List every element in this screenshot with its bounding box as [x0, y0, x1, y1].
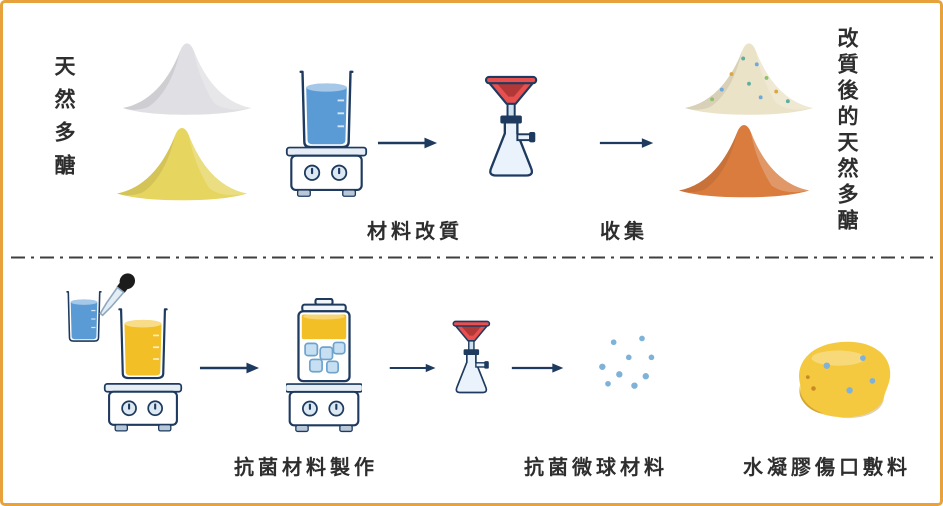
hydrogel-dressing-label: 水凝膠傷口敷料 — [743, 457, 911, 479]
vacuum-filtration-icon — [469, 75, 555, 190]
arrow-right-icon — [599, 135, 655, 151]
arrow-right-icon — [511, 360, 565, 376]
arrow-right-icon — [389, 360, 437, 376]
microsphere-dots-icon — [599, 335, 655, 389]
arrow-right-icon — [377, 135, 439, 151]
dropper-icon — [99, 273, 136, 317]
yellow-powder-pile-icon — [113, 119, 251, 201]
white-powder-pile-icon — [119, 35, 255, 115]
vacuum-filtration-small-icon — [441, 320, 503, 403]
speckled-powder-pile-icon — [681, 35, 817, 115]
yellow-beaker-on-stirrer-icon — [103, 308, 183, 432]
arrow-right-icon — [199, 360, 261, 376]
material-modification-label: 材料改質 — [367, 221, 463, 243]
microsphere-material-label: 抗菌微球材料 — [524, 457, 668, 479]
collect-label: 收集 — [600, 221, 648, 243]
blender-with-ice-icon — [286, 298, 362, 433]
dash-dot-divider — [11, 256, 938, 259]
hydrogel-dressing-icon — [799, 341, 891, 419]
beaker-on-stirrer-icon — [285, 70, 368, 198]
modified-polysaccharide-label: 改質後的天然多醣 — [835, 27, 859, 235]
antibacterial-fabrication-label: 抗菌材料製作 — [234, 457, 378, 479]
orange-powder-pile-icon — [675, 115, 813, 199]
natural-polysaccharide-label: 天然多醣 — [52, 55, 76, 187]
